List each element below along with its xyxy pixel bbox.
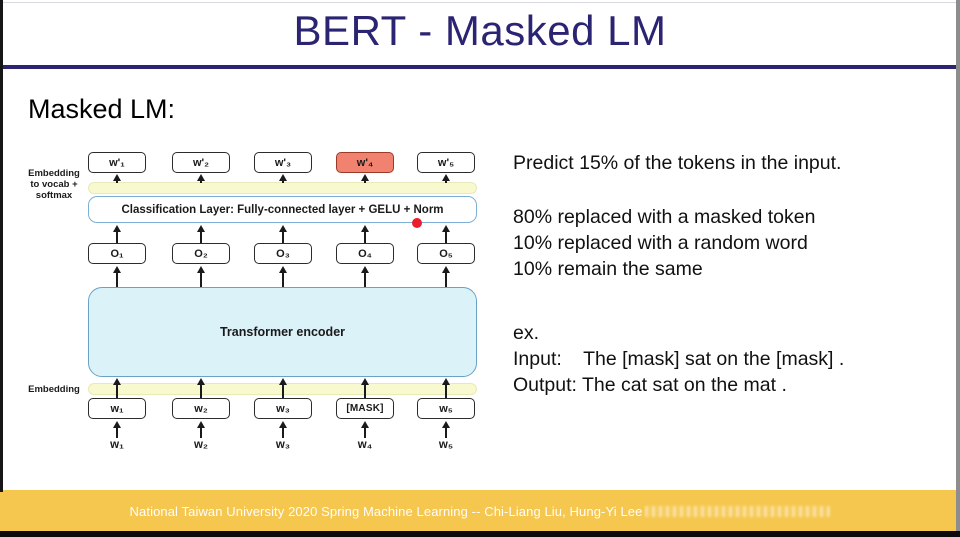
arrow-up-icon <box>442 421 450 438</box>
input-token-5: w₅ <box>417 398 475 419</box>
output-token-1: w'₁ <box>88 152 146 173</box>
top-edge-line <box>0 2 960 3</box>
arrow-up-icon <box>113 266 121 287</box>
predict-line: Predict 15% of the tokens in the input. <box>513 152 842 174</box>
arrow-up-icon <box>279 266 287 287</box>
example-output-line: Output: The cat sat on the mat . <box>513 374 787 396</box>
input-token-2: w₂ <box>172 398 230 419</box>
word-label-1: w₁ <box>110 439 124 451</box>
transformer-encoder-box: Transformer encoder <box>88 287 477 377</box>
arrow-up-icon <box>197 225 205 243</box>
arrow-up-icon <box>442 225 450 243</box>
arrow-up-icon <box>361 421 369 438</box>
laser-pointer-dot <box>412 218 422 228</box>
notes-panel: Predict 15% of the tokens in the input. … <box>513 150 953 398</box>
arrow-up-icon <box>361 174 369 183</box>
classification-layer-box: Classification Layer: Fully-connected la… <box>88 196 477 223</box>
arrow-up-icon <box>279 225 287 243</box>
bullet-10-random: 10% replaced with a random word <box>513 232 808 254</box>
footer-watermark <box>645 505 831 517</box>
section-heading: Masked LM: <box>28 94 176 124</box>
input-token-3: w₃ <box>254 398 312 419</box>
arrow-up-icon <box>113 174 121 183</box>
arrow-up-icon <box>113 225 121 243</box>
embedding-label: Embedding <box>28 384 80 395</box>
encoder-output-5: O₅ <box>417 243 475 264</box>
arrow-up-icon <box>279 378 287 398</box>
arrow-up-icon <box>361 378 369 398</box>
arrow-up-icon <box>197 174 205 183</box>
arrow-up-icon <box>442 174 450 183</box>
arrow-up-icon <box>361 266 369 287</box>
arrow-up-icon <box>197 266 205 287</box>
output-token-3: w'₃ <box>254 152 312 173</box>
footer-credit: National Taiwan University 2020 Spring M… <box>129 503 643 519</box>
input-token-4-mask: [MASK] <box>336 398 394 419</box>
output-token-2: w'₂ <box>172 152 230 173</box>
arrow-up-icon <box>442 266 450 287</box>
embedding-to-vocab-label: Embedding to vocab + softmax <box>28 168 80 201</box>
title-divider <box>0 65 960 69</box>
word-label-2: w₂ <box>193 439 209 451</box>
encoder-output-4: O₄ <box>336 243 394 264</box>
word-label-5: w₅ <box>438 439 454 451</box>
input-token-1: w₁ <box>88 398 146 419</box>
output-token-5: w'₅ <box>417 152 475 173</box>
right-screen-edge <box>956 0 960 537</box>
encoder-output-1: O₁ <box>88 243 146 264</box>
bullet-80-masked: 80% replaced with a masked token <box>513 206 816 228</box>
word-label-4: w₄ <box>357 439 373 451</box>
arrow-up-icon <box>113 378 121 398</box>
arrow-up-icon <box>197 421 205 438</box>
output-token-4-highlighted: w'₄ <box>336 152 394 173</box>
arrow-up-icon <box>279 421 287 438</box>
word-label-3: w₃ <box>275 439 291 451</box>
left-screen-edge <box>0 0 3 492</box>
arrow-up-icon <box>279 174 287 183</box>
bottom-screen-edge <box>0 531 960 537</box>
arrow-up-icon <box>197 378 205 398</box>
arrow-up-icon <box>113 421 121 438</box>
page-title: BERT - Masked LM <box>293 7 667 54</box>
arrow-up-icon <box>361 225 369 243</box>
example-label: ex. <box>513 322 540 344</box>
encoder-output-3: O₃ <box>254 243 312 264</box>
example-input-line: Input: The [mask] sat on the [mask] . <box>513 348 845 370</box>
embedding-bar-top <box>88 182 477 194</box>
encoder-output-2: O₂ <box>172 243 230 264</box>
bullet-10-same: 10% remain the same <box>513 258 703 280</box>
arrow-up-icon <box>442 378 450 398</box>
footer-bar: National Taiwan University 2020 Spring M… <box>0 490 960 532</box>
